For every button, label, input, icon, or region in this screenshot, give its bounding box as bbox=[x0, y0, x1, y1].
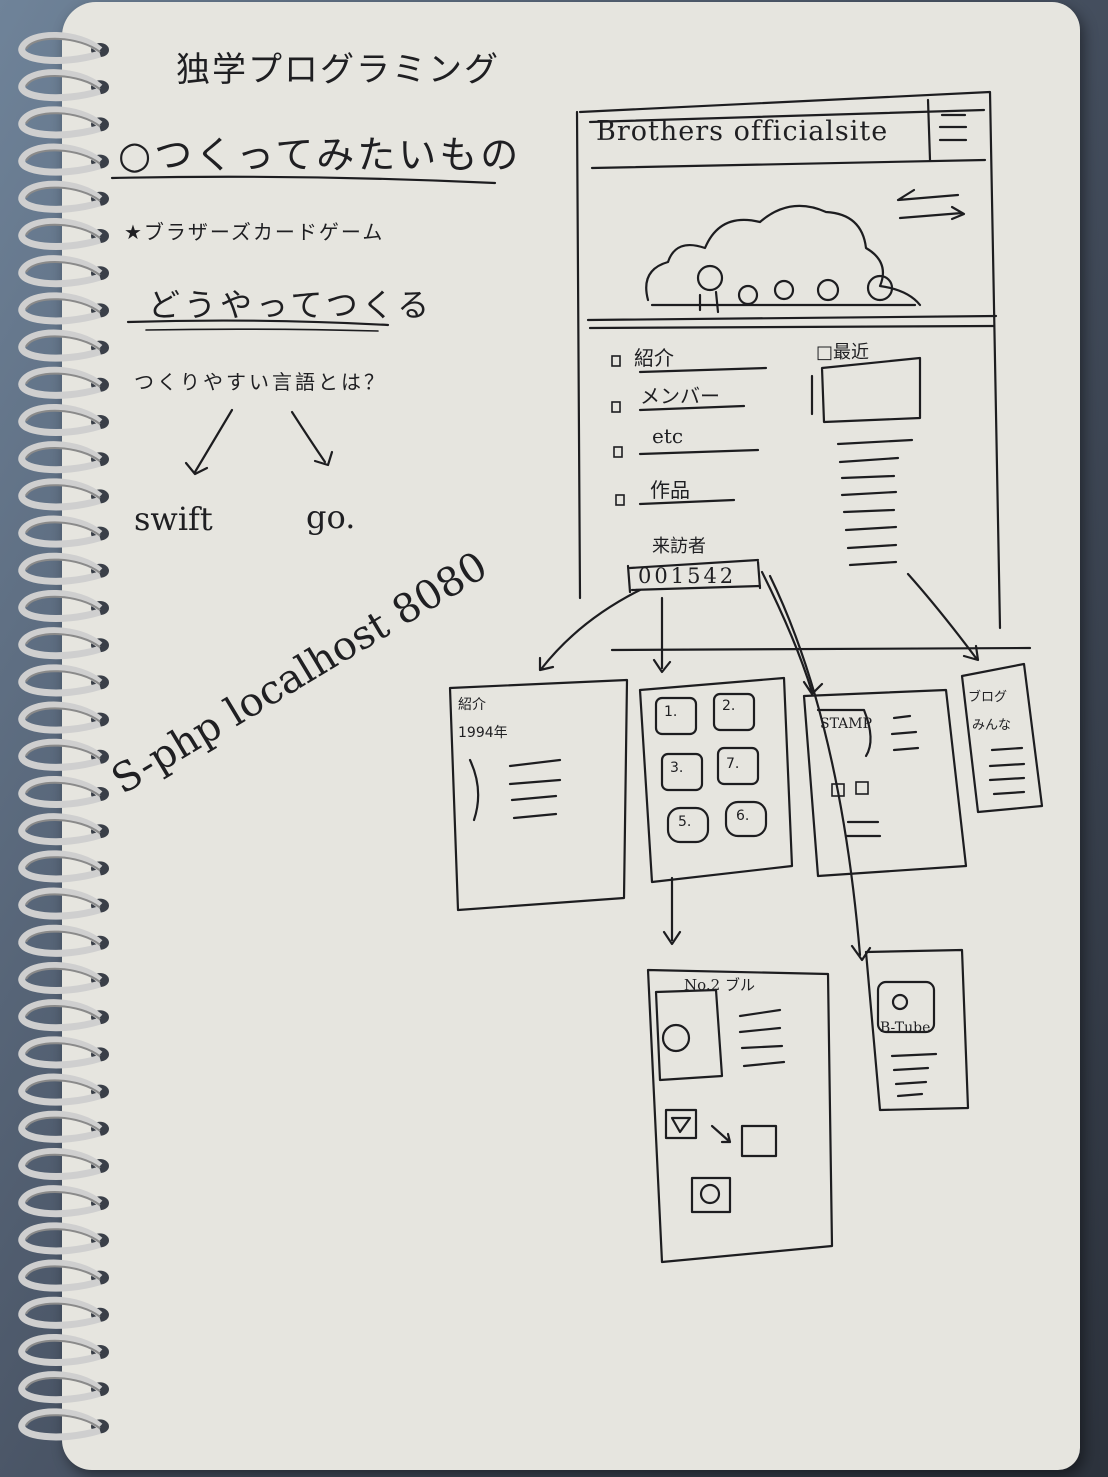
notebook-heading: ○つくってみたいもの bbox=[118, 133, 522, 177]
grid-cell-6: 6. bbox=[736, 808, 750, 824]
grid-cell-2: 2. bbox=[722, 698, 736, 714]
visitor-label: 来訪者 bbox=[652, 536, 706, 557]
blog-sub-label: みんな bbox=[972, 718, 1012, 733]
nav-item-members: メンバー bbox=[640, 384, 720, 408]
nav-item-works: 作品 bbox=[650, 478, 690, 502]
notebook-header: 独学プログラミング bbox=[176, 50, 500, 90]
grid-cell-1: 1. bbox=[664, 704, 678, 720]
visitor-counter: 001542 bbox=[638, 564, 737, 588]
notebook-question: つくりやすい言語とは？ bbox=[134, 370, 387, 394]
notebook-page bbox=[62, 2, 1080, 1470]
option-swift: swift bbox=[134, 500, 213, 538]
stamp-label: STAMP bbox=[820, 716, 873, 732]
spiral-binding bbox=[18, 32, 109, 1441]
notebook-goal: ★ブラザーズカードゲーム bbox=[124, 220, 385, 244]
detail-label: No.2 ブル bbox=[684, 976, 755, 994]
grid-cell-3: 3. bbox=[670, 760, 684, 776]
grid-cell-5: 5. bbox=[678, 814, 692, 830]
nav-item-etc: etc bbox=[652, 424, 684, 448]
grid-cell-4: 7. bbox=[726, 756, 740, 772]
nav-item-intro: 紹介 bbox=[634, 346, 674, 370]
option-go: go. bbox=[306, 498, 356, 536]
blog-label: ブログ bbox=[968, 690, 1008, 705]
video-label: B-Tube bbox=[880, 1020, 931, 1036]
site-title: Brothers officialsite bbox=[596, 116, 889, 147]
recent-label: □最近 bbox=[816, 342, 870, 363]
intro-screen-title: 紹介 bbox=[458, 697, 486, 713]
notebook-subheading: どうやってつくる bbox=[148, 286, 434, 324]
intro-screen-year: 1994年 bbox=[458, 725, 508, 741]
